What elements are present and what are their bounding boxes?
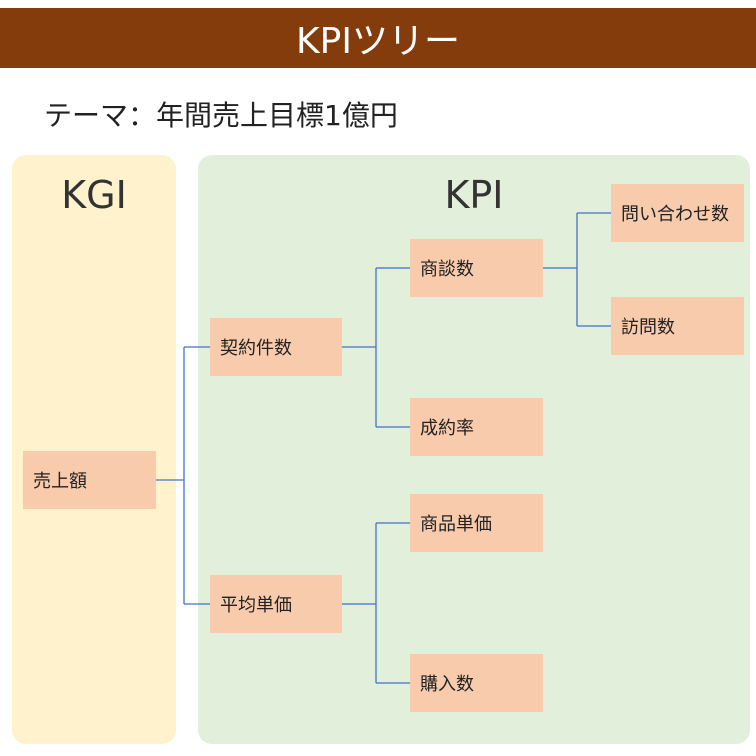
- page-title: KPIツリー: [296, 21, 460, 62]
- node-homon-su: 訪問数: [611, 297, 744, 355]
- node-seiyaku-ritsu: 成約率: [410, 398, 543, 456]
- node-label: 訪問数: [621, 317, 675, 338]
- kgi-panel: KGI: [12, 155, 176, 744]
- theme-text: テーマ：年間売上目標1億円: [44, 99, 398, 132]
- node-toiawase-su: 問い合わせ数: [611, 184, 744, 242]
- node-label: 契約件数: [220, 338, 292, 359]
- title-bar: KPIツリー: [0, 8, 756, 68]
- kgi-label: KGI: [61, 173, 127, 217]
- node-label: 商品単価: [420, 514, 492, 535]
- node-label: 平均単価: [220, 595, 292, 616]
- node-label: 購入数: [420, 674, 474, 695]
- node-keiyaku-kensu: 契約件数: [210, 318, 342, 376]
- node-shodan-su: 商談数: [410, 239, 543, 297]
- kpi-label: KPI: [444, 173, 504, 217]
- node-uriagegaku: 売上額: [23, 451, 156, 509]
- node-label: 売上額: [33, 471, 87, 492]
- node-heikin-tanka: 平均単価: [210, 575, 342, 633]
- node-label: 商談数: [420, 259, 474, 280]
- node-label: 問い合わせ数: [621, 204, 729, 225]
- node-shohin-tanka: 商品単価: [410, 494, 543, 552]
- node-konyu-su: 購入数: [410, 654, 543, 712]
- node-label: 成約率: [420, 418, 474, 439]
